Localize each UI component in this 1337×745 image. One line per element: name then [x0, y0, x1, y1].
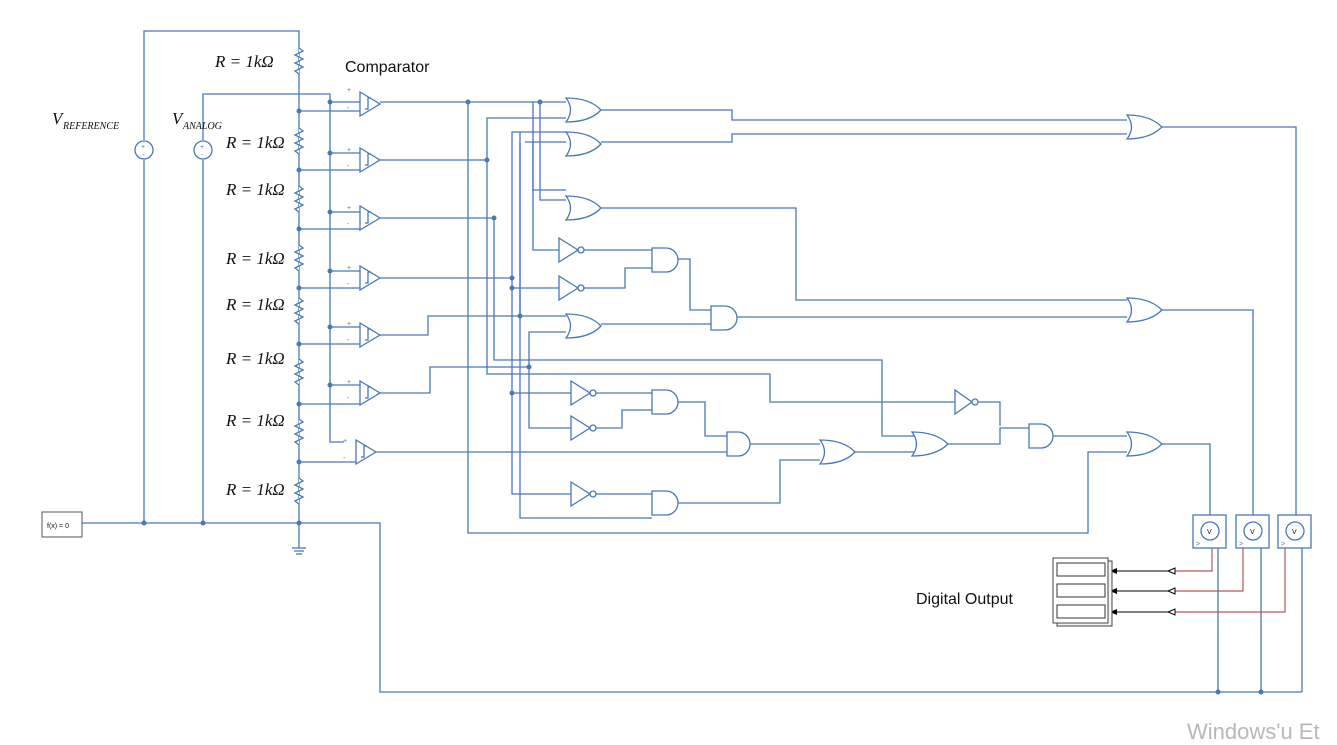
resistor-label-6: R = 1kΩ [225, 349, 285, 368]
not-gate-4 [570, 414, 597, 442]
svg-text:-: - [347, 105, 350, 112]
svg-text:-: - [347, 395, 350, 402]
svg-text:>: > [1196, 541, 1200, 548]
not-gate-5 [570, 480, 597, 508]
or-gate-6 [910, 431, 949, 457]
svg-text:+: + [200, 144, 204, 151]
resistor-label-2: R = 1kΩ [225, 133, 285, 152]
svg-text:f(x) = 0: f(x) = 0 [47, 523, 69, 530]
and-gate-1 [651, 247, 679, 273]
voltmeters: V > V > V > [1192, 514, 1312, 549]
or-gate-out-3 [1125, 431, 1163, 457]
comparator-5: +- [347, 321, 382, 349]
not-gate-2 [558, 274, 585, 302]
labels: V REFERENCE V ANALOG R = 1kΩ R = 1kΩ R =… [52, 52, 1320, 744]
comparator-4: +- [347, 264, 382, 292]
voltmeter-2: V > [1235, 514, 1270, 549]
and-gate-2 [710, 305, 738, 331]
logic-gates [558, 97, 1163, 516]
ground-symbol [292, 547, 306, 555]
v-analog-label: V [172, 109, 185, 128]
digital-output-display [1052, 557, 1113, 627]
and-gate-6 [1028, 423, 1054, 449]
comparator-2: +- [347, 146, 382, 174]
resistor-label-7: R = 1kΩ [225, 411, 285, 430]
svg-text:-: - [347, 281, 350, 288]
logic-wiring [376, 99, 1303, 695]
v-reference-subscript: REFERENCE [62, 121, 119, 132]
svg-text:>: > [1239, 541, 1243, 548]
v-analog-subscript: ANALOG [182, 121, 222, 132]
comparator-7: +- [343, 438, 378, 466]
resistor-label-4: R = 1kΩ [225, 249, 285, 268]
svg-text:+: + [141, 144, 145, 151]
and-gate-3 [651, 389, 679, 415]
resistor-ladder [293, 44, 305, 523]
svg-text:-: - [347, 337, 350, 344]
svg-text:-: - [201, 152, 204, 159]
watermark: Windows'u Et [1187, 719, 1320, 744]
or-gate-5 [818, 439, 856, 465]
resistor-label-8: R = 1kΩ [225, 480, 285, 499]
not-gate-6 [954, 388, 979, 416]
and-gate-5 [651, 490, 679, 516]
display-wiring [1110, 548, 1286, 616]
svg-text:-: - [347, 163, 350, 170]
comparator-1: +- [347, 87, 382, 118]
not-gate-3 [570, 379, 597, 407]
solver-configuration-block: f(x) = 0 [41, 511, 83, 538]
svg-text:V: V [1207, 529, 1212, 536]
digital-output-label: Digital Output [916, 591, 1013, 608]
svg-text:+: + [347, 147, 351, 154]
comparator-3: +- [347, 204, 382, 232]
svg-text:+: + [347, 265, 351, 272]
or-gate-3 [564, 195, 602, 221]
comparator-label: Comparator [345, 59, 430, 76]
svg-text:-: - [142, 152, 145, 159]
svg-text:V: V [1250, 529, 1255, 536]
resistor-label-1: R = 1kΩ [214, 52, 274, 71]
comparator-bank: +- +- +- +- +- +- +- [299, 87, 382, 466]
or-gate-1 [564, 97, 602, 123]
comparator-6: +- [347, 379, 382, 407]
svg-text:-: - [343, 455, 346, 462]
or-gate-out-1 [1125, 114, 1163, 140]
v-reference-source: + - [134, 140, 154, 160]
svg-text:+: + [347, 379, 351, 386]
v-analog-source: + - [193, 140, 213, 160]
and-gate-4 [726, 431, 751, 457]
svg-text:>: > [1281, 541, 1285, 548]
v-reference-label: V [52, 109, 65, 128]
or-gate-out-2 [1125, 297, 1163, 323]
or-gate-4 [564, 313, 602, 339]
svg-text:+: + [347, 321, 351, 328]
svg-text:+: + [347, 87, 351, 94]
svg-text:V: V [1292, 529, 1297, 536]
svg-text:+: + [343, 438, 347, 445]
voltmeter-1: V > [1192, 514, 1227, 549]
svg-text:-: - [347, 221, 350, 228]
resistor-label-5: R = 1kΩ [225, 295, 285, 314]
resistor-label-3: R = 1kΩ [225, 180, 285, 199]
source-wiring [82, 30, 1302, 693]
voltmeter-3: V > [1277, 514, 1312, 549]
not-gate-1 [558, 236, 585, 264]
or-gate-2 [564, 131, 602, 157]
svg-text:+: + [347, 205, 351, 212]
